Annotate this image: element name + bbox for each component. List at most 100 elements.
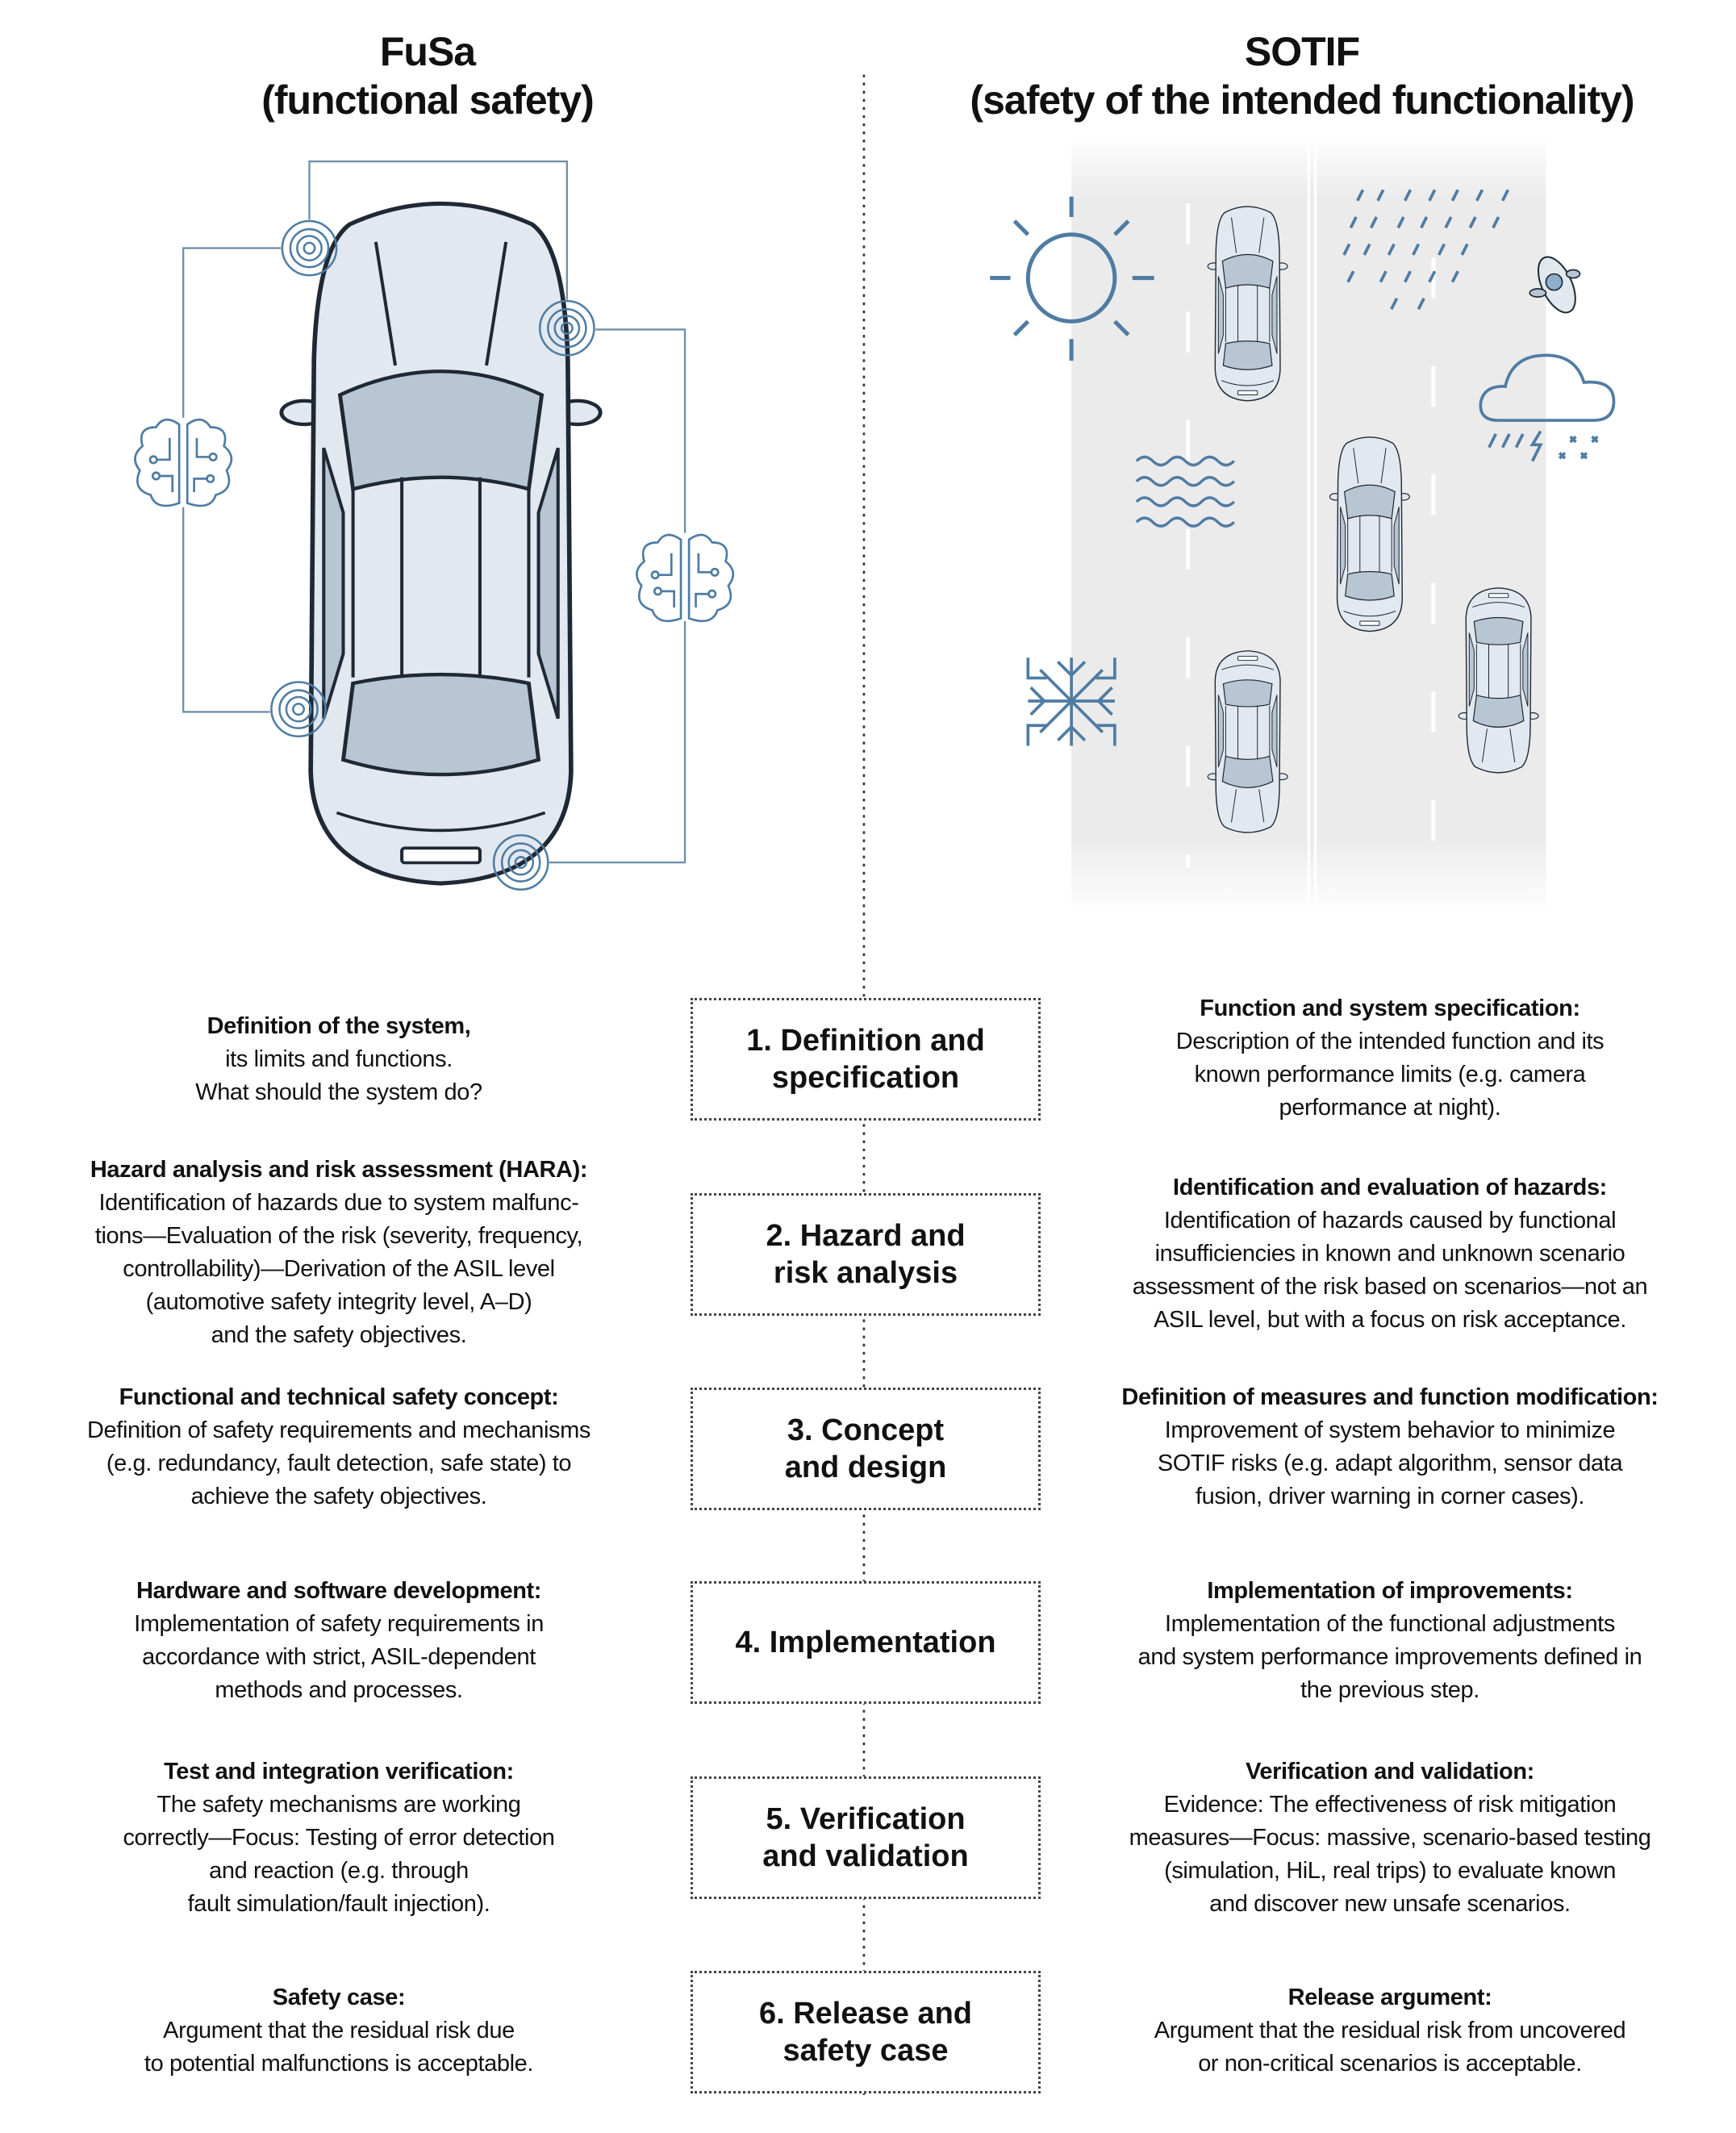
- description-line: its limits and functions.: [225, 1046, 453, 1072]
- step-label: 6. Release and: [758, 1997, 973, 2031]
- description-line: SOTIF risks (e.g. adapt algorithm, senso…: [1157, 1451, 1623, 1476]
- description-heading: Safety case:: [272, 1985, 406, 2010]
- description-line: and discover new unsafe scenarios.: [1209, 1891, 1571, 1917]
- sotif-illustration: [990, 136, 1616, 916]
- description-line: Identification of hazards caused by func…: [1163, 1208, 1617, 1233]
- description-line: measures—Focus: massive, scenario-based …: [1129, 1825, 1651, 1851]
- car-icon: [1207, 650, 1288, 833]
- snowflake-icon: [1026, 657, 1116, 746]
- description-line: and reaction (e.g. through: [209, 1858, 469, 1884]
- description-line: tions—Evaluation of the risk (severity, …: [94, 1223, 583, 1249]
- description-line: fusion, driver warning in corner cases).: [1195, 1484, 1585, 1509]
- description-line: The safety mechanisms are working: [156, 1792, 521, 1818]
- description-line: (automotive safety integrity level, A–D): [145, 1289, 532, 1315]
- description-heading: Identification and evaluation of hazards…: [1173, 1175, 1607, 1200]
- sun-icon: [990, 196, 1154, 361]
- pedestrian-icon: [1529, 256, 1581, 314]
- fusa-description-4: Hardware and software development: Implem…: [40, 1575, 637, 1707]
- description-line: the previous step.: [1300, 1677, 1479, 1703]
- sotif-title-sub: (safety of the intended functionality): [970, 77, 1634, 123]
- fusa-description-5: Test and integration verification: The sa…: [40, 1755, 637, 1921]
- description-heading: Definition of measures and function modi…: [1121, 1384, 1659, 1410]
- description-line: performance at night).: [1279, 1095, 1501, 1121]
- description-line: fault simulation/fault injection).: [187, 1891, 490, 1917]
- cloud-storm-icon: [1479, 353, 1616, 462]
- description-heading: Hardware and software development:: [136, 1578, 542, 1604]
- step-label: and design: [784, 1451, 947, 1484]
- sotif-description-4: Implementation of improvements: Implement…: [1091, 1575, 1688, 1707]
- brain-circuit-icon: [134, 418, 233, 507]
- step-label: 5. Verification: [766, 1802, 966, 1836]
- description-line: accordance with strict, ASIL-dependent: [142, 1644, 536, 1670]
- sotif-title: SOTIF (safety of the intended functional…: [939, 27, 1665, 124]
- sotif-description-2: Identification and evaluation of hazards…: [1091, 1171, 1688, 1337]
- description-line: controllability)—Derivation of the ASIL …: [123, 1256, 555, 1282]
- description-line: correctly—Focus: Testing of error detect…: [123, 1825, 555, 1851]
- description-line: Improvement of system behavior to minimi…: [1164, 1417, 1616, 1443]
- step-label: safety case: [782, 2034, 949, 2068]
- description-line: or non-critical scenarios is acceptable.: [1198, 2051, 1582, 2077]
- description-heading: Hazard analysis and risk assessment (HAR…: [90, 1157, 588, 1183]
- step-box-4: 4. Implementation: [691, 1581, 1041, 1704]
- brain-circuit-icon: [635, 533, 735, 623]
- description-heading: Functional and technical safety concept:: [119, 1384, 559, 1410]
- fusa-title: FuSa (functional safety): [226, 27, 629, 124]
- sotif-description-3: Definition of measures and function modi…: [1091, 1381, 1688, 1513]
- description-line: known performance limits (e.g. camera: [1194, 1062, 1586, 1087]
- description-line: ASIL level, but with a focus on risk acc…: [1154, 1307, 1626, 1333]
- description-line: What should the system do?: [195, 1079, 482, 1105]
- sotif-description-5: Verification and validation: Evidence: Th…: [1091, 1755, 1688, 1921]
- water-waves-icon: [1135, 455, 1236, 528]
- description-line: Implementation of safety requirements in: [134, 1611, 544, 1637]
- step-label: and validation: [762, 1839, 969, 1873]
- step-box-3: 3. Concept and design: [691, 1388, 1041, 1510]
- description-line: achieve the safety objectives.: [190, 1484, 487, 1509]
- description-heading: Release argument:: [1287, 1985, 1492, 2010]
- fusa-title-sub: (functional safety): [261, 77, 595, 123]
- fusa-description-1: Definition of the system, its limits and …: [40, 1010, 637, 1109]
- step-label: 3. Concept: [787, 1413, 945, 1447]
- description-line: Description of the intended function and…: [1175, 1029, 1605, 1054]
- step-label: 2. Hazard and: [766, 1219, 966, 1253]
- description-heading: Test and integration verification:: [164, 1759, 514, 1784]
- step-label: specification: [771, 1061, 960, 1095]
- fusa-description-3: Functional and technical safety concept:…: [40, 1381, 637, 1513]
- description-line: Argument that the residual risk due: [163, 2018, 515, 2043]
- step-label: 1. Definition and: [746, 1024, 985, 1058]
- description-line: assessment of the risk based on scenario…: [1132, 1274, 1648, 1300]
- description-heading: Implementation of improvements:: [1207, 1578, 1573, 1604]
- description-line: Definition of safety requirements and me…: [87, 1417, 590, 1443]
- description-line: insufficiencies in known and unknown sce…: [1154, 1241, 1625, 1267]
- description-heading: Definition of the system,: [207, 1013, 471, 1039]
- fusa-illustration: [134, 160, 735, 891]
- description-line: Evidence: The effectiveness of risk miti…: [1163, 1792, 1617, 1818]
- fusa-title-main: FuSa: [379, 29, 476, 74]
- sotif-title-main: SOTIF: [1244, 29, 1360, 74]
- description-line: and the safety objectives.: [211, 1322, 467, 1348]
- description-line: and system performance improvements defi…: [1137, 1644, 1642, 1670]
- description-line: (e.g. redundancy, fault detection, safe …: [106, 1451, 572, 1476]
- description-line: Implementation of the functional adjustm…: [1165, 1611, 1615, 1637]
- description-heading: Verification and validation:: [1246, 1759, 1534, 1784]
- sotif-description-6: Release argument: Argument that the resid…: [1091, 1981, 1688, 2081]
- step-label: 4. Implementation: [735, 1626, 996, 1659]
- sensor-rings-icon: [270, 681, 327, 737]
- description-line: Identification of hazards due to system …: [98, 1190, 579, 1216]
- description-heading: Function and system specification:: [1200, 996, 1580, 1021]
- description-line: (simulation, HiL, real trips) to evaluat…: [1164, 1858, 1616, 1884]
- fusa-description-6: Safety case: Argument that the residual r…: [40, 1981, 637, 2081]
- step-label: risk analysis: [773, 1256, 958, 1290]
- fusa-description-2: Hazard analysis and risk assessment (HAR…: [40, 1154, 637, 1352]
- description-line: to potential malfunctions is acceptable.: [144, 2051, 534, 2077]
- sotif-description-1: Function and system specification: Descri…: [1091, 992, 1688, 1125]
- car-icon: [1207, 206, 1288, 402]
- car-icon: [1458, 587, 1539, 774]
- description-line: methods and processes.: [215, 1677, 463, 1703]
- rain-icon: [1342, 189, 1510, 311]
- sensor-rings-icon: [281, 219, 338, 277]
- description-line: Argument that the residual risk from unc…: [1154, 2018, 1626, 2043]
